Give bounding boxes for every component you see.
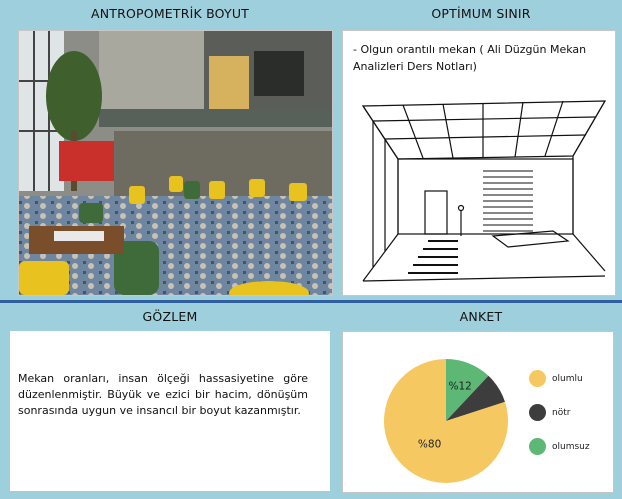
pie-slice-olumsuz	[446, 359, 489, 421]
optimum-content-box: - Olgun orantılı mekan ( Ali Düzgün Meka…	[342, 30, 616, 296]
optimum-quote: - Olgun orantılı mekan ( Ali Düzgün Meka…	[353, 43, 587, 73]
legend-item-olumlu: olumlu	[529, 370, 583, 387]
survey-content-box: %12 %80 olumlu nötr olumsuz	[342, 331, 614, 493]
optimum-title: OPTİMUM SINIR	[431, 5, 531, 21]
observation-panel: GÖZLEM Mekan oranları, insan ölçeği hass…	[0, 303, 340, 499]
optimum-panel: OPTİMUM SINIR - Olgun orantılı mekan ( A…	[340, 0, 622, 300]
legend-swatch-olumsuz	[529, 438, 546, 455]
horizontal-divider	[0, 300, 622, 303]
observation-text: Mekan oranları, insan ölçeği hassasiyeti…	[18, 372, 308, 417]
legend-label-olumsuz: olumsuz	[552, 441, 590, 452]
legend-item-nötr: nötr	[529, 404, 570, 421]
legend-label-nötr: nötr	[552, 407, 571, 418]
cafe-interior-image	[19, 31, 332, 295]
anthropometric-title: ANTROPOMETRİK BOYUT	[90, 5, 250, 21]
interior-photo	[18, 30, 333, 296]
legend-label-olumlu: olumlu	[552, 373, 583, 384]
survey-pie-chart: %12 %80	[383, 359, 508, 483]
pie-label-olumlu: %80	[418, 439, 441, 451]
pie-slice-olumlu	[383, 359, 508, 483]
observation-title: GÖZLEM	[142, 308, 198, 324]
legend-swatch-olumlu	[529, 370, 546, 387]
observation-content-box: Mekan oranları, insan ölçeği hassasiyeti…	[10, 331, 330, 491]
space-sketch	[361, 100, 607, 282]
pie-label-olumsuz: %12	[448, 380, 471, 392]
legend-swatch-nötr	[529, 404, 546, 421]
anthropometric-panel: ANTROPOMETRİK BOYUT	[0, 0, 340, 300]
survey-title: ANKET	[459, 308, 503, 324]
survey-panel: ANKET %12 %80 olumlu nötr olumsuz	[340, 303, 622, 499]
legend-item-olumsuz: olumsuz	[529, 438, 590, 455]
pie-slice-nötr	[446, 375, 505, 421]
